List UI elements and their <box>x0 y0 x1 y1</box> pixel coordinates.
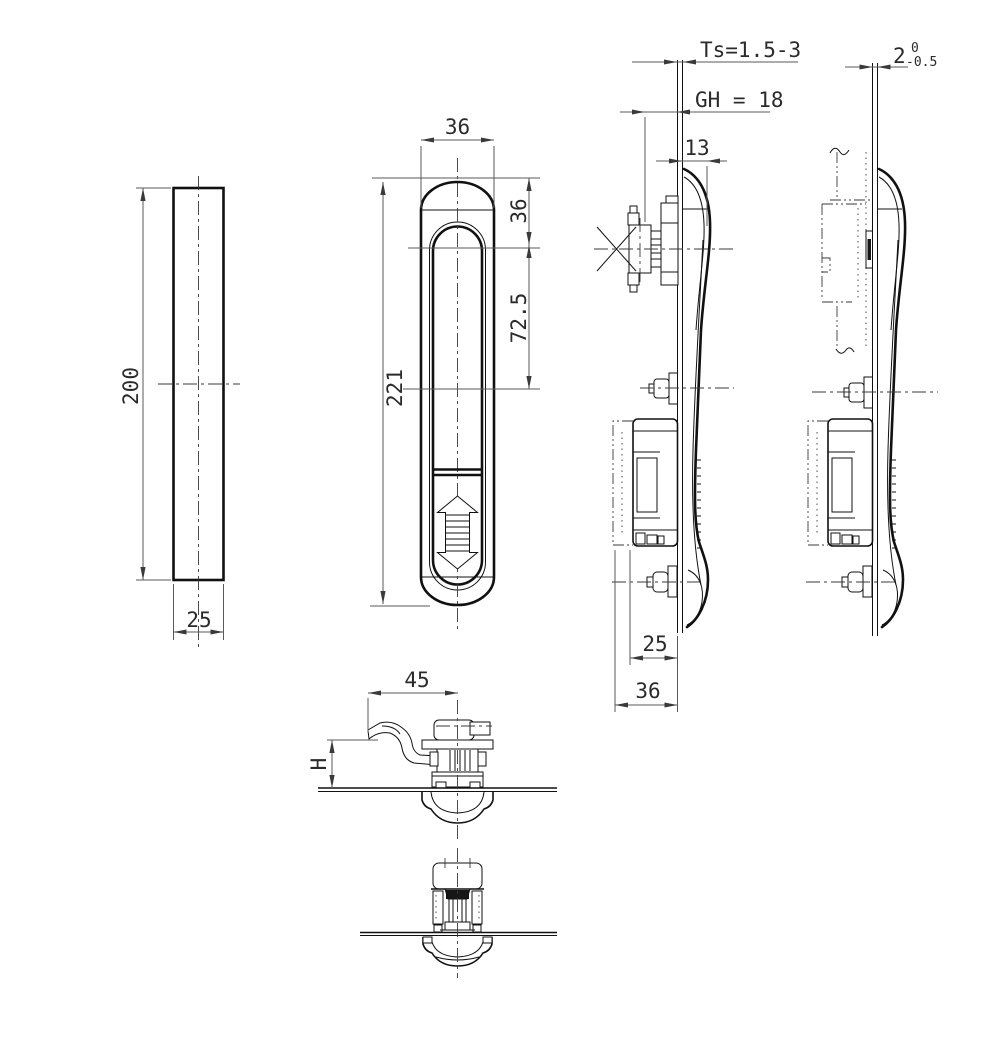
panel-clip-insert <box>867 239 871 260</box>
latch-cam-assembly <box>596 195 679 293</box>
view-front: 36 221 36 72.5 <box>370 115 540 632</box>
dim-front-width-label: 36 <box>445 115 470 139</box>
dim-lever-reach-label: 45 <box>404 668 429 692</box>
view-panel-side: 200 25 <box>119 176 240 648</box>
dim-grip-height-label: GH = 18 <box>695 88 784 112</box>
bottom-bolt <box>841 565 873 598</box>
view-frame-side: 2 0 -0.5 <box>806 41 938 636</box>
view-mounted-side: Ts=1.5-3 GH = 18 13 25 36 <box>594 38 801 712</box>
lock-body <box>807 418 874 547</box>
view-top-lever: 45 H <box>307 668 557 840</box>
dim-gap-value-label: 2 <box>893 44 906 68</box>
dim-gap-tol-upper-label: 0 <box>911 41 919 56</box>
dim-front-slot-label: 72.5 <box>507 293 531 344</box>
dim-door-thickness-label: Ts=1.5-3 <box>700 38 801 62</box>
dim-lever-height-label: H <box>307 758 331 771</box>
mid-stud <box>843 376 873 409</box>
dim-body-depth-label: 25 <box>642 632 667 656</box>
dim-gap-tol-lower-label: -0.5 <box>906 55 937 70</box>
dim-overall-depth-label: 36 <box>635 679 660 703</box>
dim-side-depth-label: 25 <box>186 608 211 632</box>
dim-front-length-label: 221 <box>383 369 407 407</box>
cam-lever <box>367 721 438 766</box>
dim-protrusion-label: 13 <box>684 136 709 160</box>
dim-front-top-offset-label: 36 <box>507 198 531 223</box>
view-top-closed <box>360 848 557 978</box>
dim-side-height-label: 200 <box>119 367 143 405</box>
bottom-bolt <box>646 565 678 598</box>
frame-profile-phantom <box>821 147 870 354</box>
mid-stud <box>648 372 678 405</box>
lock-body <box>612 418 679 547</box>
